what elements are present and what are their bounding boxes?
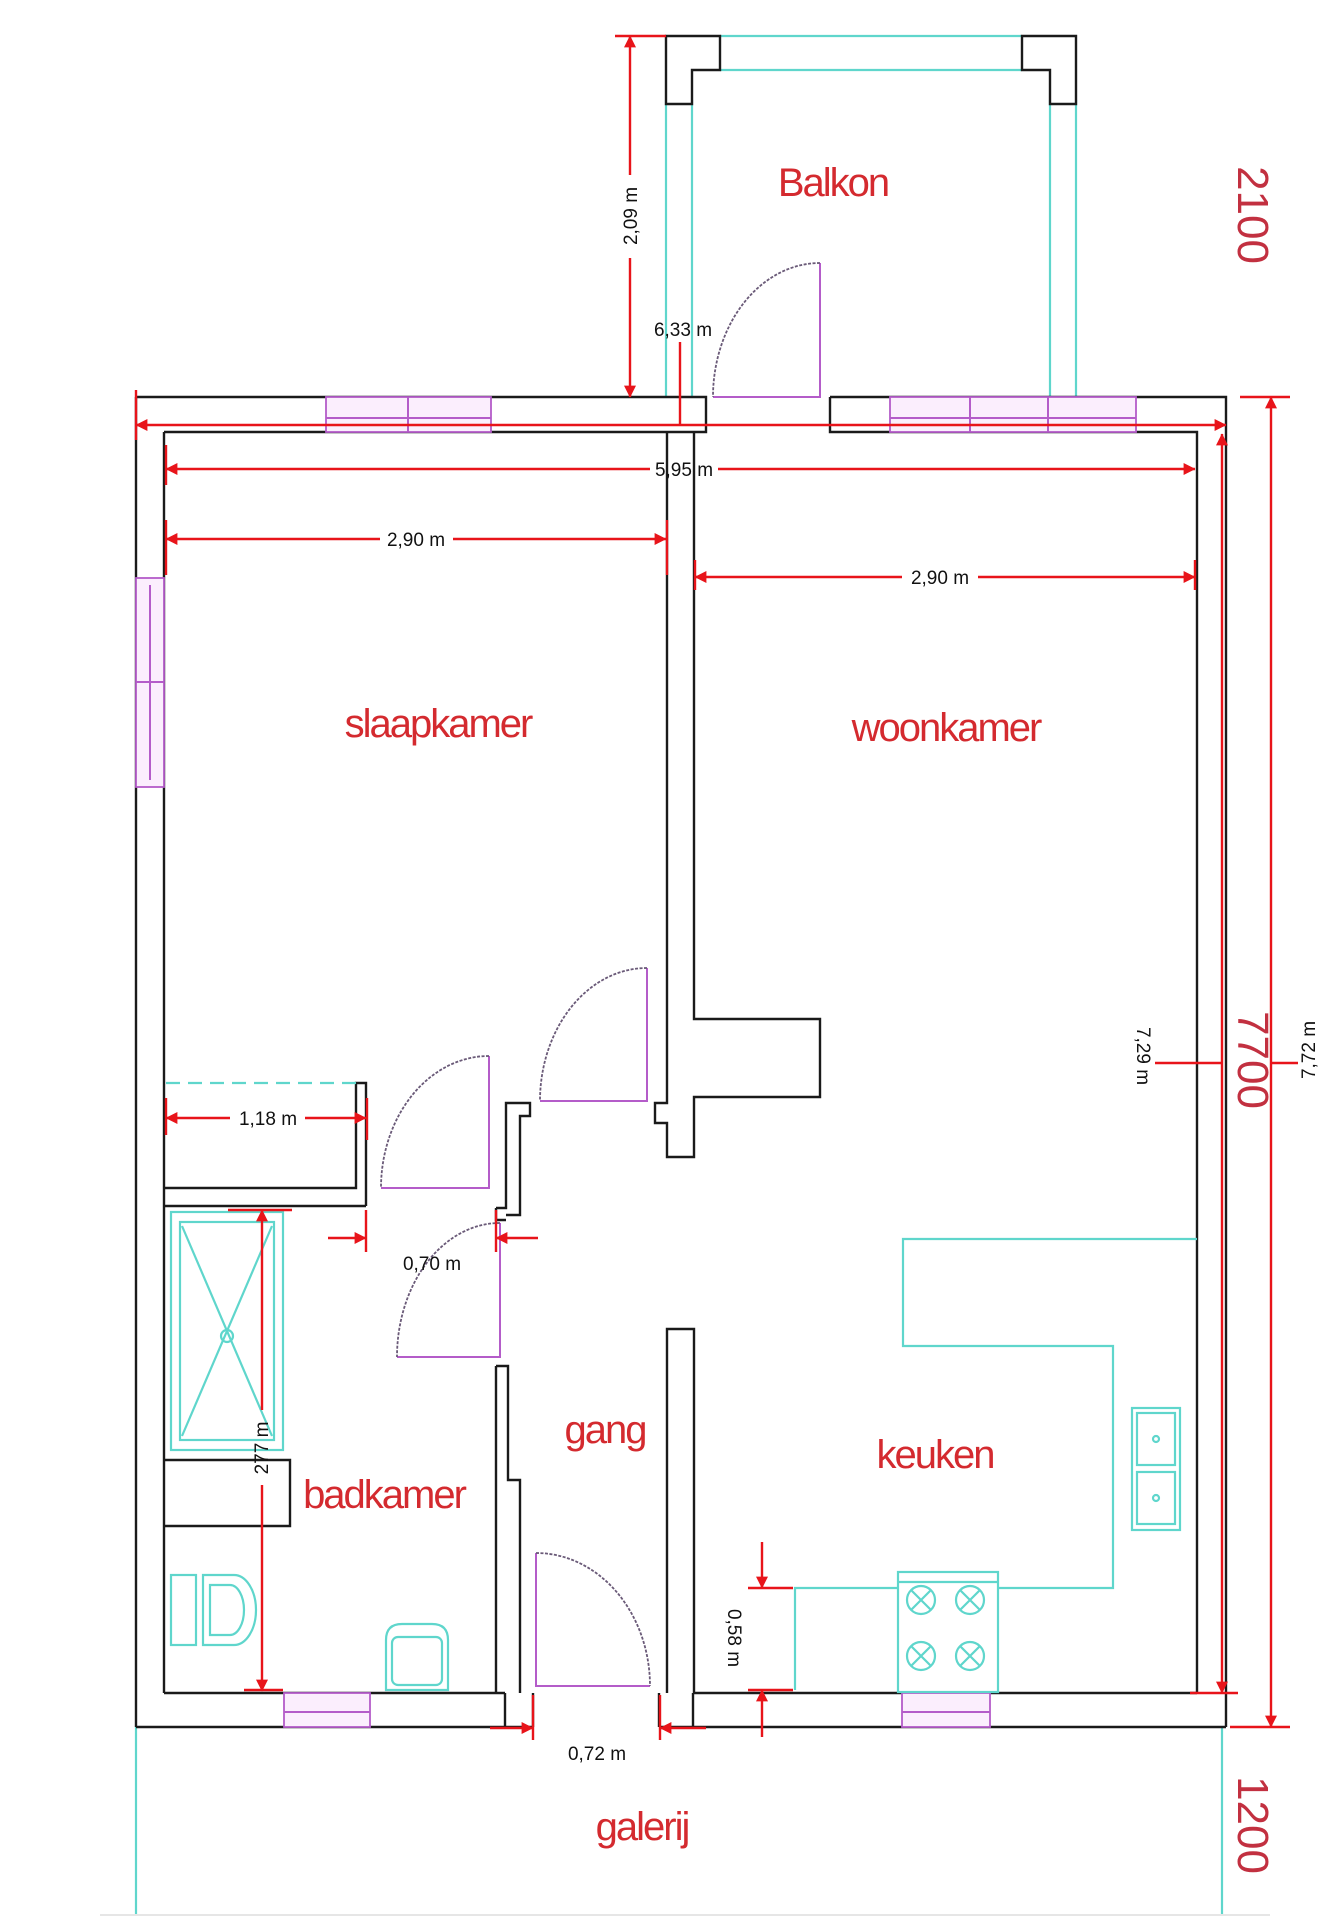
kitchen-fixtures bbox=[166, 1081, 1197, 1694]
bathroom-fixtures bbox=[169, 1210, 450, 1692]
windows bbox=[135, 396, 1137, 1728]
dim-label-total-inner: 5,95 m bbox=[655, 460, 713, 481]
window-badkamer bbox=[283, 1692, 371, 1728]
dimension-labels: 2,09 m 6,33 m 5,95 m 2,90 m 2,90 m 1,18 … bbox=[239, 187, 1320, 1765]
dim-label-inner-length: 7,29 m bbox=[1132, 1027, 1153, 1085]
balcony bbox=[664, 34, 1078, 398]
doors bbox=[380, 967, 651, 1687]
room-label-woonkamer: woonkamer bbox=[851, 706, 1042, 750]
stove-icon bbox=[896, 1570, 1000, 1694]
scale-label-total: 7700 bbox=[1228, 1011, 1277, 1109]
dim-label-closet-width: 1,18 m bbox=[239, 1109, 297, 1130]
room-labels: Balkon slaapkamer woonkamer gang badkame… bbox=[303, 161, 1044, 1849]
sink-icon bbox=[384, 1622, 450, 1692]
toilet-icon bbox=[169, 1573, 198, 1647]
room-label-slaapkamer: slaapkamer bbox=[345, 702, 533, 746]
door-front bbox=[535, 1553, 650, 1687]
scale-label-balkon: 2100 bbox=[1228, 166, 1277, 264]
room-label-galerij: galerij bbox=[596, 1805, 689, 1849]
dim-label-front-door: 0,72 m bbox=[568, 1744, 626, 1765]
dim-label-outer-length: 7,72 m bbox=[1299, 1021, 1320, 1079]
window-woonkamer bbox=[889, 396, 1137, 433]
kitchen-sink-icon bbox=[1130, 1406, 1182, 1532]
balcony-door bbox=[713, 263, 821, 398]
shower-icon bbox=[169, 1210, 285, 1452]
kitchen-counter bbox=[901, 1237, 1197, 1590]
dim-label-total-outer: 6,33 m bbox=[654, 320, 712, 341]
scale-labels: 2100 7700 1200 bbox=[1228, 166, 1277, 1874]
dim-label-woonkamer-width: 2,90 m bbox=[911, 568, 969, 589]
galerij-area bbox=[100, 1727, 1270, 1916]
dim-label-bathroom-door: 0,70 m bbox=[403, 1254, 461, 1275]
dim-label-bathroom-length: 277 m bbox=[252, 1422, 273, 1475]
balcony-corner-left bbox=[664, 34, 722, 106]
dim-label-slaapkamer-width: 2,90 m bbox=[387, 530, 445, 551]
balcony-corner-right bbox=[1020, 34, 1078, 106]
room-label-badkamer: badkamer bbox=[303, 1473, 467, 1517]
door-closet bbox=[381, 1056, 490, 1189]
outer-walls bbox=[134, 395, 1228, 1729]
interior-walls bbox=[164, 432, 822, 1693]
window-keuken bbox=[901, 1692, 991, 1728]
dim-label-counter-depth: 0,58 m bbox=[723, 1609, 744, 1667]
room-label-gang: gang bbox=[565, 1408, 646, 1452]
door-badkamer bbox=[397, 1223, 501, 1358]
dimension-lines bbox=[134, 34, 1298, 1740]
door-slaapkamer bbox=[540, 968, 648, 1102]
scale-label-galerij: 1200 bbox=[1228, 1776, 1277, 1874]
dim-label-balkon-depth: 2,09 m bbox=[621, 187, 642, 245]
room-label-keuken: keuken bbox=[877, 1433, 994, 1477]
room-label-balkon: Balkon bbox=[778, 161, 888, 205]
